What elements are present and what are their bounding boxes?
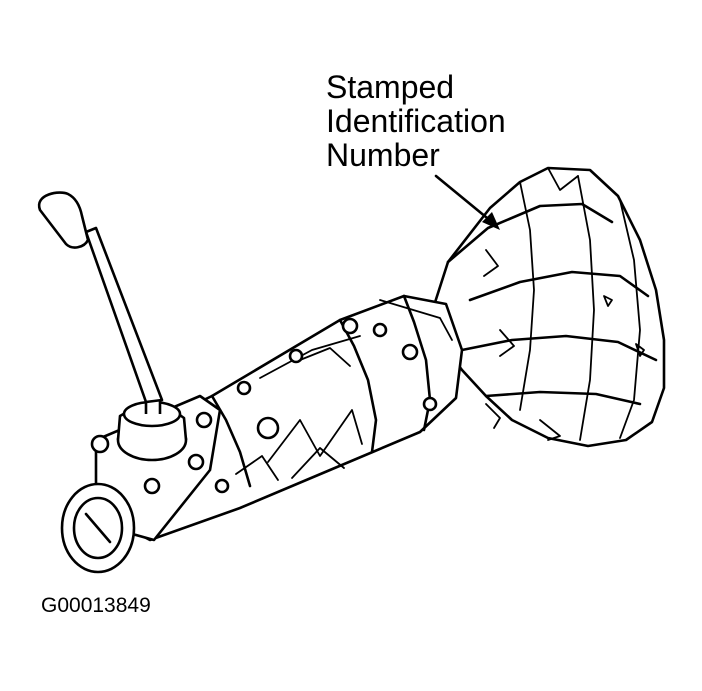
stamped-id-callout-label: Stamped Identification Number bbox=[326, 70, 506, 172]
shift-tower bbox=[116, 398, 188, 462]
callout-line-3: Number bbox=[326, 137, 440, 173]
callout-arrow bbox=[434, 174, 500, 230]
shift-lever bbox=[37, 191, 164, 404]
figure-id: G00013849 bbox=[41, 594, 151, 617]
output-flange bbox=[60, 482, 136, 574]
callout-line-1: Stamped bbox=[326, 69, 455, 105]
callout-line-2: Identification bbox=[326, 103, 506, 139]
bell-housing bbox=[428, 166, 666, 448]
